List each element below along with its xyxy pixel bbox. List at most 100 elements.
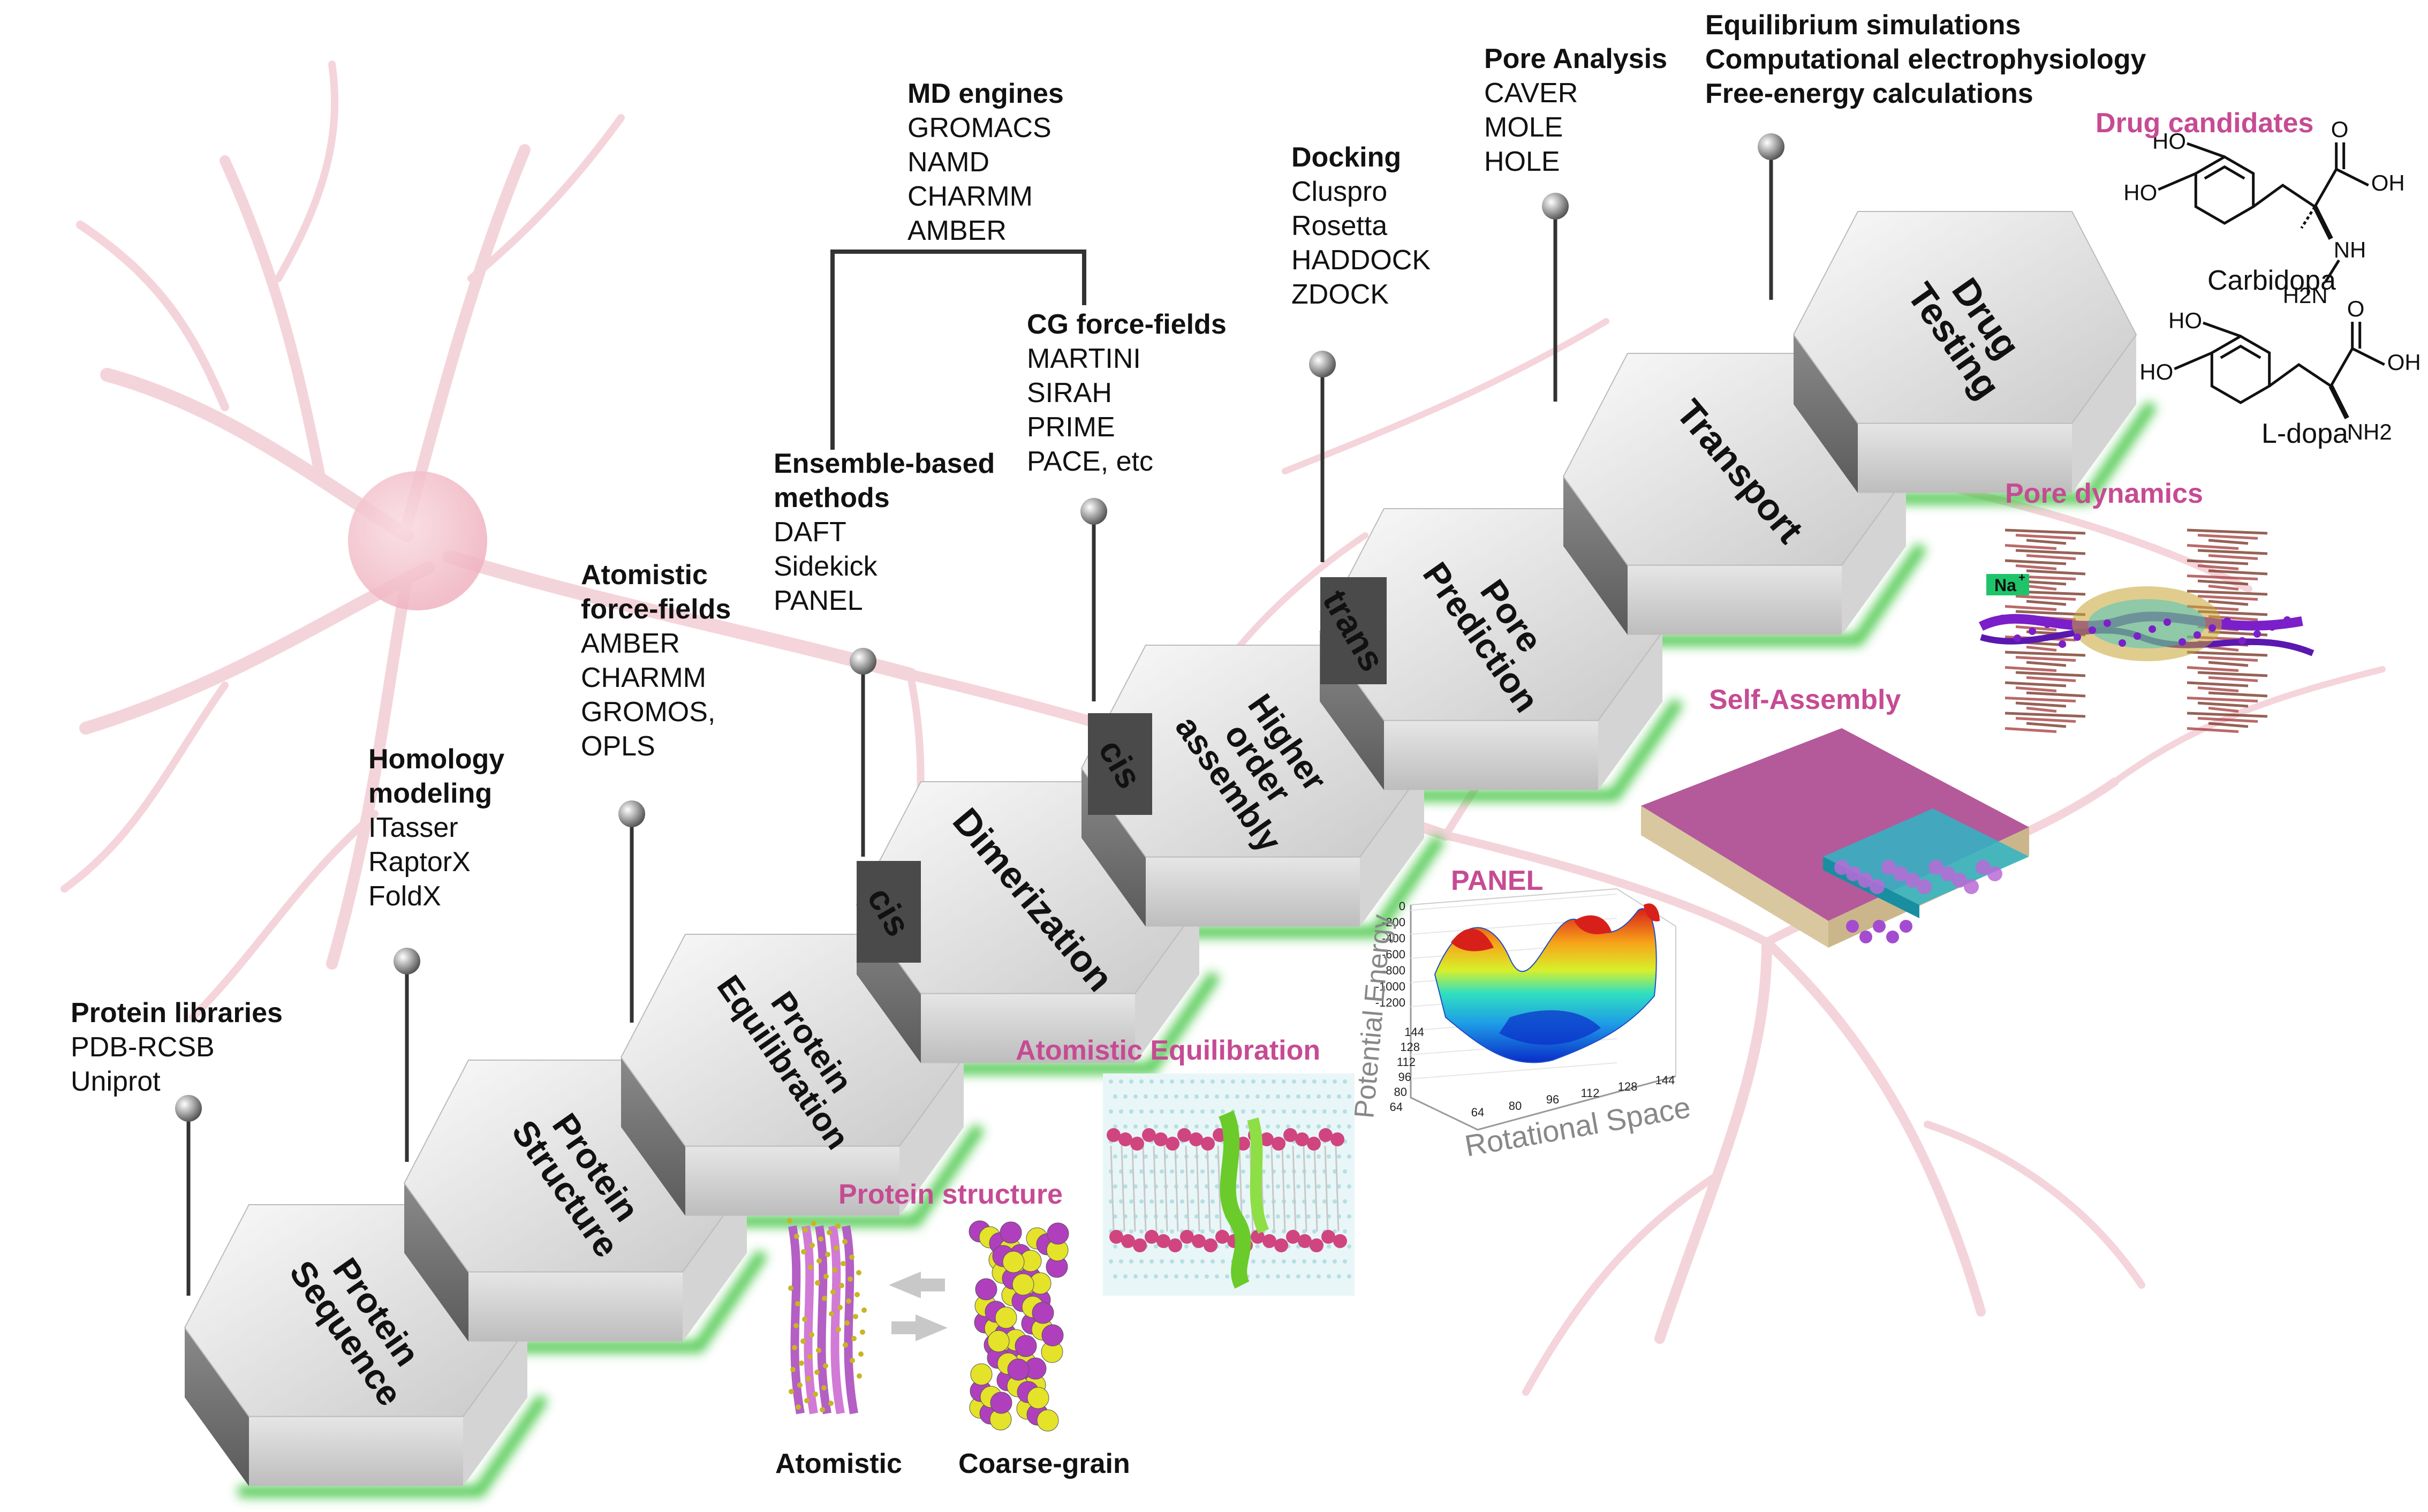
protein-bead [2134,632,2141,640]
x-tick-label: 64 [1471,1106,1484,1119]
cg-bead [975,1278,997,1301]
atom-dot [837,1305,843,1310]
water-dot [1109,1079,1113,1084]
water-dot [1255,1244,1260,1249]
atom-dot [853,1314,858,1319]
water-dot [1139,1079,1144,1084]
protein-libraries-title: Protein libraries [71,997,283,1029]
lipid-tail [2026,646,2057,652]
water-dot [1337,1124,1341,1129]
lipid-tail [2005,605,2057,611]
atom-nh2: NH2 [2347,419,2392,444]
drug-candidates-title: Drug candidates [2096,108,2314,139]
water-dot [1200,1109,1205,1114]
water-dot [1225,1274,1229,1279]
water-dot [1282,1259,1286,1264]
water-dot [1123,1094,1128,1099]
protein-bead [2044,621,2051,628]
z-tick-label: -600 [1382,948,1405,961]
lipid-head [1260,1132,1274,1146]
x-tick-label: 80 [1509,1099,1522,1113]
arrow-right [916,1314,948,1341]
lipid-head [1156,1234,1170,1248]
lipid-tail [1153,1145,1158,1232]
water-dot [1312,1259,1317,1264]
ensemble-title: methods [774,482,890,513]
peptide-bead [1858,873,1873,888]
water-dot [1317,1154,1321,1159]
peptide-bead [1834,860,1849,875]
water-dot [1327,1154,1331,1159]
water-dot [1327,1274,1331,1279]
membrane-top [1641,728,2029,921]
atom-dot [857,1373,862,1379]
water-dot [1113,1124,1117,1129]
z-tick-label: 0 [1399,899,1405,913]
lipid-tail [1206,1145,1211,1232]
tag-trans: trans [1315,577,1393,684]
atom-dot [827,1230,832,1235]
lipid-tail [2015,671,2086,677]
peptide-bead [1846,920,1859,933]
water-dot [1327,1184,1331,1189]
atom-dot [835,1223,841,1229]
self-assembly-image [1641,728,2029,948]
lipid-tail [2208,539,2249,545]
water-dot [1347,1124,1351,1129]
water-dot [1286,1154,1290,1159]
peptide-bead [1964,879,1979,894]
lipid-head [1333,1234,1347,1248]
water-dot [1119,1079,1123,1084]
z-tick-label: -400 [1382,932,1405,945]
water-dot [1296,1184,1300,1189]
tool-item: CAVER [1484,78,1578,109]
protein-bead [2089,626,2096,634]
x-axis-label: Rotational Space [1462,1090,1693,1163]
atom-dot [788,1286,793,1291]
water-dot [1245,1214,1250,1219]
tool-item: Sidekick [774,551,878,582]
step-glow [1617,542,1927,646]
atom-oh: OH [2387,350,2421,375]
water-dot [1296,1124,1300,1129]
water-dot [1286,1124,1290,1129]
lipid-head [1295,1132,1309,1146]
step-glow [1373,698,1684,802]
water-dot [1235,1184,1239,1189]
peptide-bead [1886,931,1899,943]
atom-dot [806,1376,811,1381]
cg-bead [1032,1302,1054,1324]
z-axis-label: Potential Energy [1349,913,1397,1120]
water-dot [1149,1109,1154,1114]
protein-bead [2283,616,2291,624]
tool-item: PACE, etc [1027,446,1154,477]
water-dot [1241,1079,1245,1084]
lipid-tail [2208,676,2258,682]
lipid-tail [2015,595,2076,601]
water-dot [1211,1259,1215,1264]
water-dot [1286,1274,1290,1279]
atom-dot [800,1339,806,1344]
water-dot [1160,1079,1164,1084]
atom-dot [836,1327,841,1332]
pin-head [394,948,420,974]
simulation-item: Free-energy calculations [1705,78,2033,109]
water-dot [1205,1094,1209,1099]
lipid-tail [2187,589,2268,596]
tag-box [1320,577,1387,684]
water-dot [1200,1259,1205,1264]
tool-item: OPLS [581,731,655,762]
step-glow [1135,834,1446,938]
lipid-tail [2005,727,2057,733]
atomistic-ff-title: Atomistic [581,560,708,591]
water-dot [1322,1079,1327,1084]
tool-item: MOLE [1484,112,1563,143]
atom-dot [816,1348,821,1353]
water-dot [1129,1229,1133,1234]
lipid-head [1133,1238,1147,1252]
step-front-face [685,1146,899,1216]
bond [2268,362,2332,388]
simulations-label: Equilibrium simulations Computational el… [1705,8,2146,111]
